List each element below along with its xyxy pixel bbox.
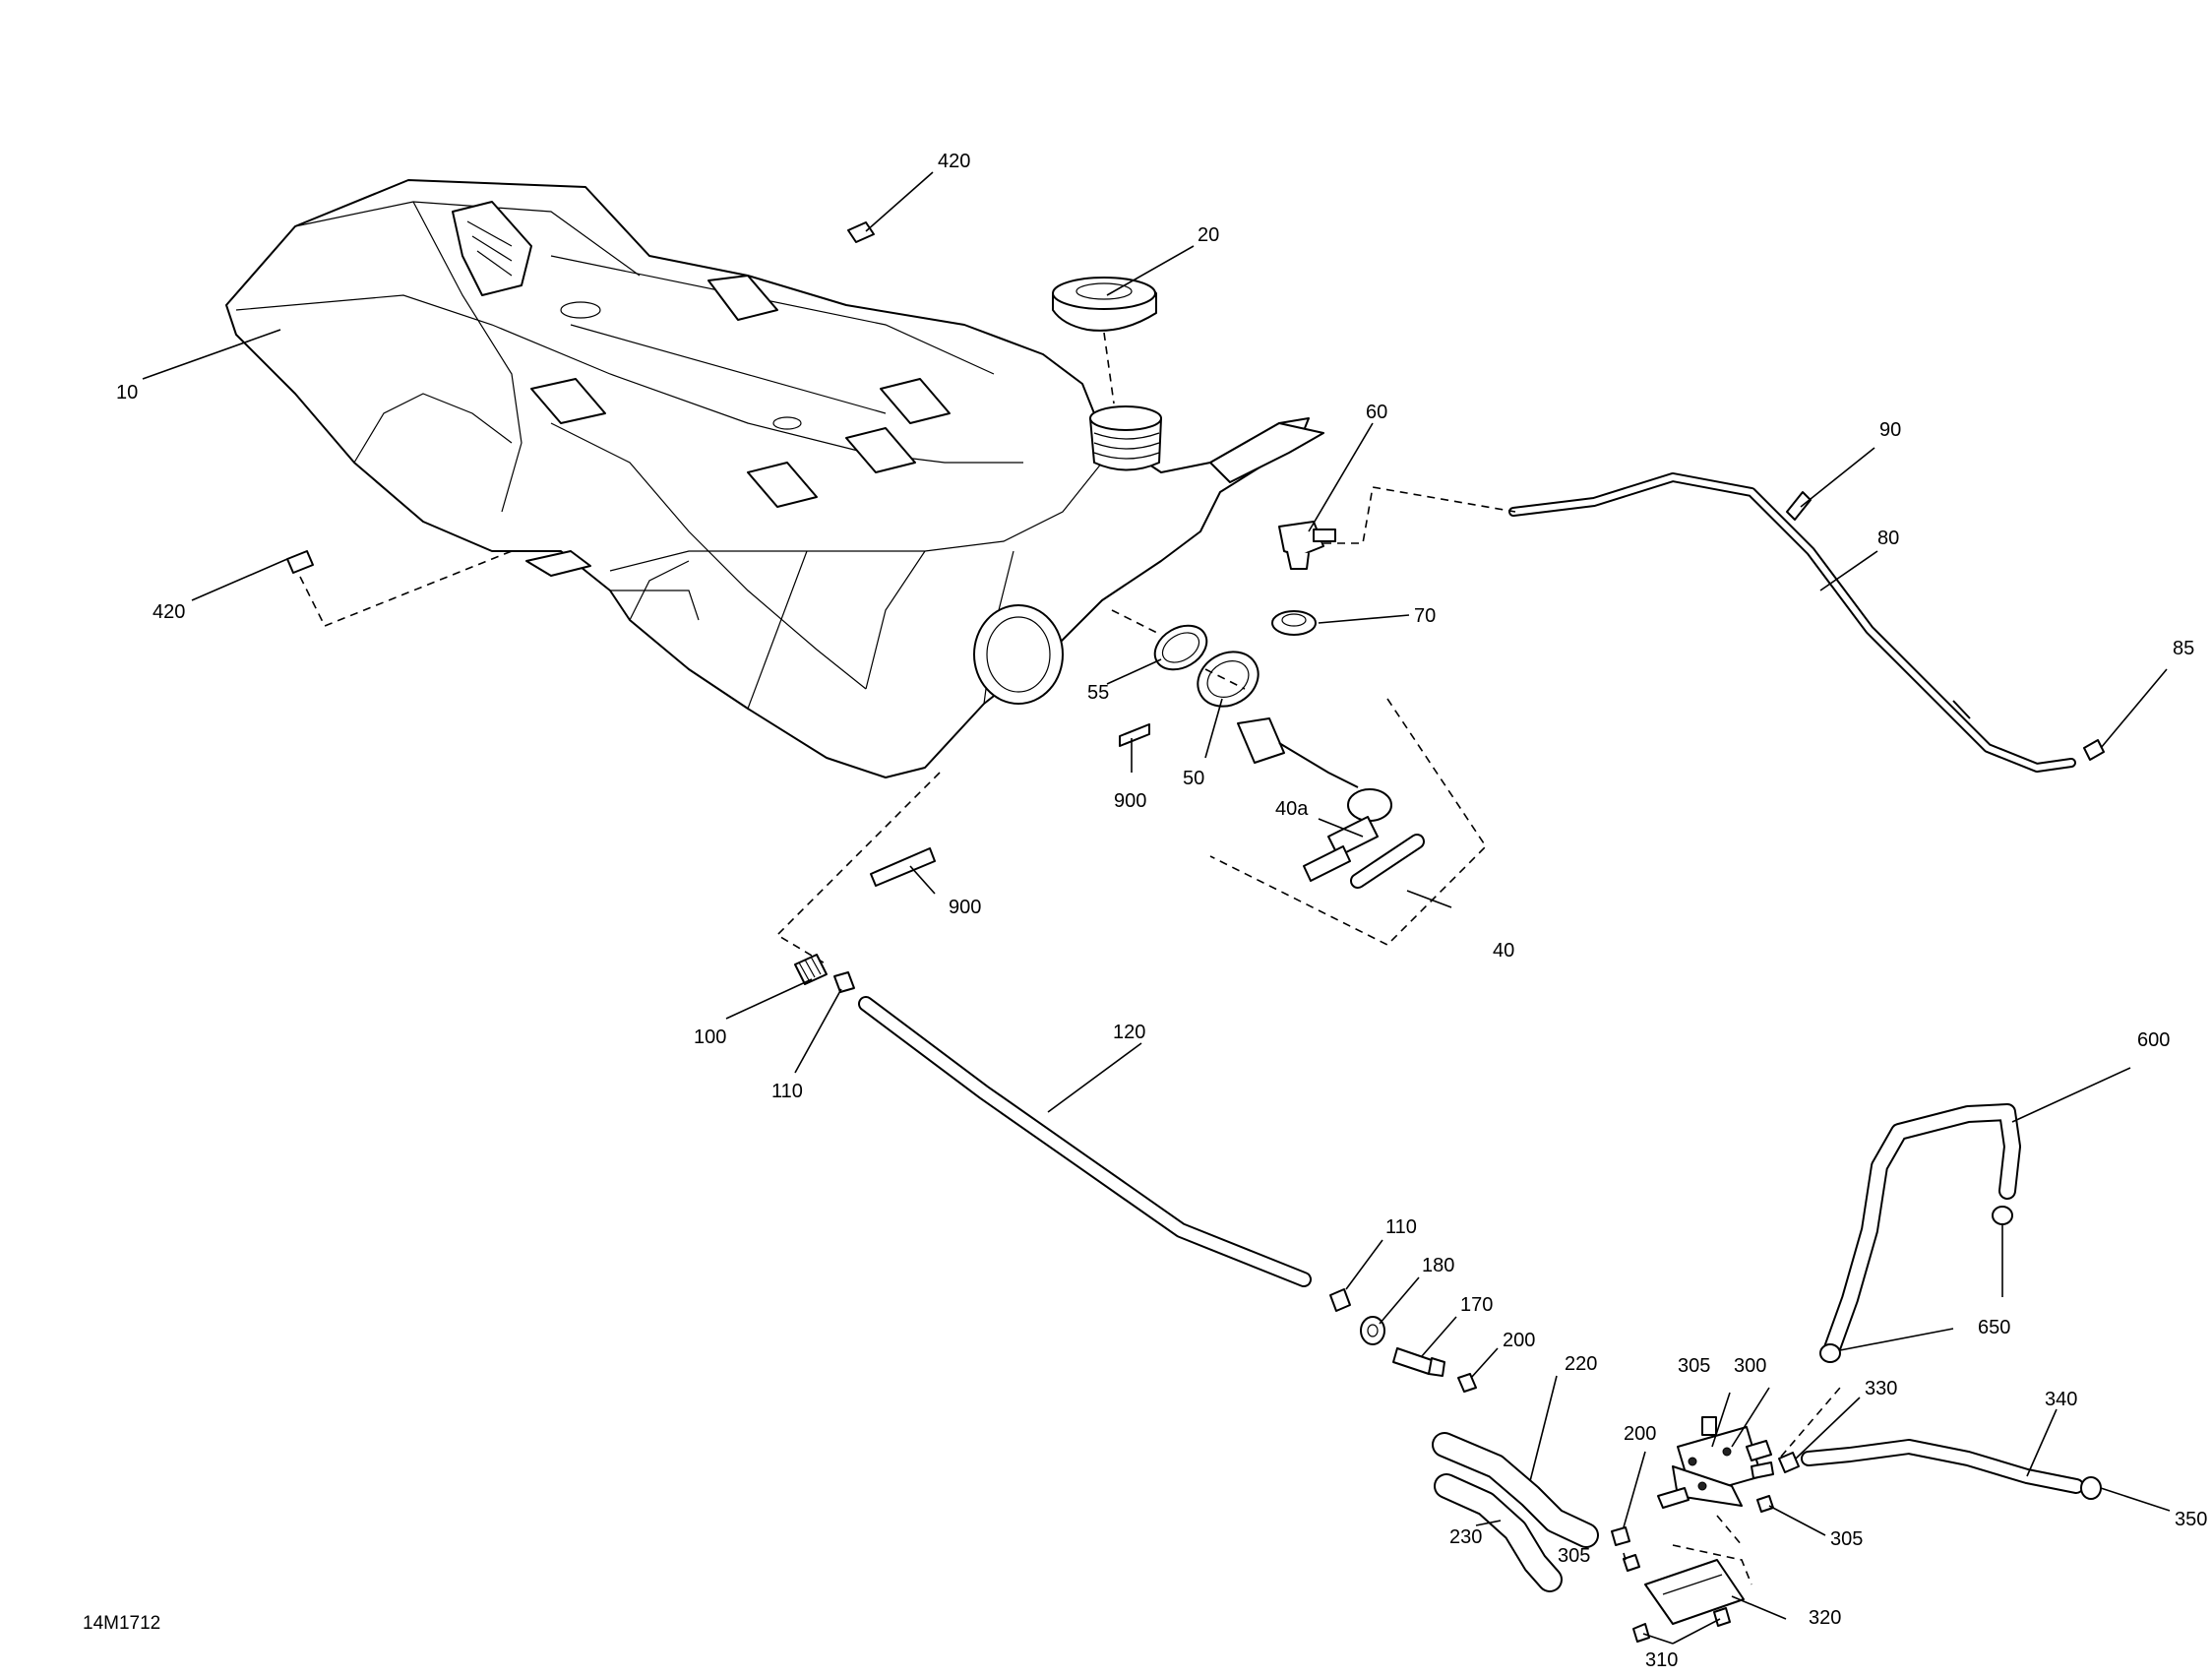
mounting-bracket	[1644, 1559, 1745, 1625]
hose-clamp-lower	[1329, 1288, 1351, 1312]
clip-top	[847, 221, 875, 243]
tank-lower-alignment	[775, 772, 941, 965]
callout-305-left: 305	[1558, 1545, 1590, 1567]
drain-fitting	[794, 954, 828, 985]
filler-cap	[1052, 277, 1157, 332]
callout-70: 70	[1414, 605, 1436, 627]
callout-100: 100	[694, 1026, 726, 1048]
callout-80: 80	[1877, 528, 1899, 549]
hose-340	[1801, 1439, 2084, 1494]
hose-230	[1434, 1473, 1563, 1592]
vent-clamp	[2083, 739, 2105, 761]
callout-180: 180	[1422, 1255, 1454, 1276]
callout-10: 10	[116, 382, 138, 404]
clamp-650-bottom	[1819, 1343, 1841, 1363]
callout-55: 55	[1087, 682, 1109, 704]
washer	[1360, 1316, 1385, 1345]
callout-420-left: 420	[153, 601, 185, 623]
callout-310: 310	[1645, 1649, 1678, 1671]
bracket-alignment	[1672, 1515, 1752, 1585]
callout-110-upper: 110	[771, 1081, 803, 1102]
callout-320: 320	[1809, 1607, 1841, 1629]
callout-650: 650	[1978, 1317, 2010, 1338]
callout-900-upper: 900	[1114, 790, 1146, 812]
clamp-650-top	[1992, 1206, 2013, 1225]
callout-220: 220	[1565, 1353, 1597, 1375]
callout-420-top: 420	[938, 151, 970, 172]
fitting-170	[1392, 1347, 1445, 1377]
hose-600	[1823, 1103, 2021, 1357]
rollover-valve	[1278, 521, 1336, 570]
grommet	[1271, 610, 1317, 636]
hose-220	[1432, 1432, 1599, 1548]
callout-900-lower: 900	[949, 897, 981, 918]
callout-85: 85	[2173, 638, 2194, 659]
callout-230: 230	[1449, 1526, 1482, 1548]
fuel-filter	[1657, 1416, 1774, 1509]
callout-170: 170	[1460, 1294, 1493, 1316]
foam-pad-upper	[1119, 723, 1150, 747]
pump-alignment	[1111, 609, 1246, 690]
callout-200-lower: 200	[1624, 1423, 1656, 1445]
clip-left-alignment	[299, 550, 513, 628]
fuel-line	[858, 996, 1312, 1287]
connector-330	[1778, 1452, 1800, 1473]
callout-90: 90	[1879, 419, 1901, 441]
callout-20: 20	[1198, 224, 1219, 246]
callout-350: 350	[2175, 1509, 2207, 1530]
callout-labels: 10 20 40 40a 50 55 60 70 80 85 90 100 11…	[116, 151, 2207, 1671]
callout-120: 120	[1113, 1022, 1145, 1043]
clip-left	[286, 550, 314, 574]
nut-305-right	[1756, 1495, 1774, 1513]
callout-300: 300	[1734, 1355, 1766, 1377]
callout-40a: 40a	[1275, 798, 1309, 820]
pump-lock-ring	[1197, 651, 1260, 708]
callout-200-upper: 200	[1503, 1330, 1535, 1351]
fuel-tank	[225, 179, 1324, 778]
callout-110-lower: 110	[1385, 1216, 1417, 1238]
screw-310-right	[1713, 1607, 1731, 1627]
nut-200-lower	[1611, 1526, 1630, 1546]
callout-305-right: 305	[1830, 1528, 1863, 1550]
vent-line	[1508, 472, 2076, 773]
callout-340: 340	[2045, 1389, 2077, 1410]
filter-hose-alignment	[1780, 1387, 1841, 1458]
cap-alignment-line	[1103, 332, 1115, 404]
vent-alignment	[1323, 486, 1516, 544]
nut-305-left	[1623, 1554, 1640, 1572]
callout-40: 40	[1493, 940, 1514, 962]
nut-200-upper	[1457, 1373, 1477, 1393]
leader-lines	[142, 171, 2171, 1645]
fuel-pump-module	[1237, 717, 1425, 889]
callout-330: 330	[1865, 1378, 1897, 1399]
callout-50: 50	[1183, 768, 1204, 789]
pump-group-bracket	[1209, 698, 1488, 946]
foam-pad-lower	[870, 847, 936, 887]
callout-305-top: 305	[1678, 1355, 1710, 1377]
callout-60: 60	[1366, 402, 1387, 423]
figure-code: 14M1712	[83, 1613, 160, 1634]
clamp-350	[2080, 1476, 2102, 1500]
vent-check-valve	[1786, 491, 1812, 521]
screw-310-left	[1632, 1623, 1650, 1643]
hose-clamp-upper	[833, 971, 855, 993]
callout-600: 600	[2137, 1029, 2170, 1051]
